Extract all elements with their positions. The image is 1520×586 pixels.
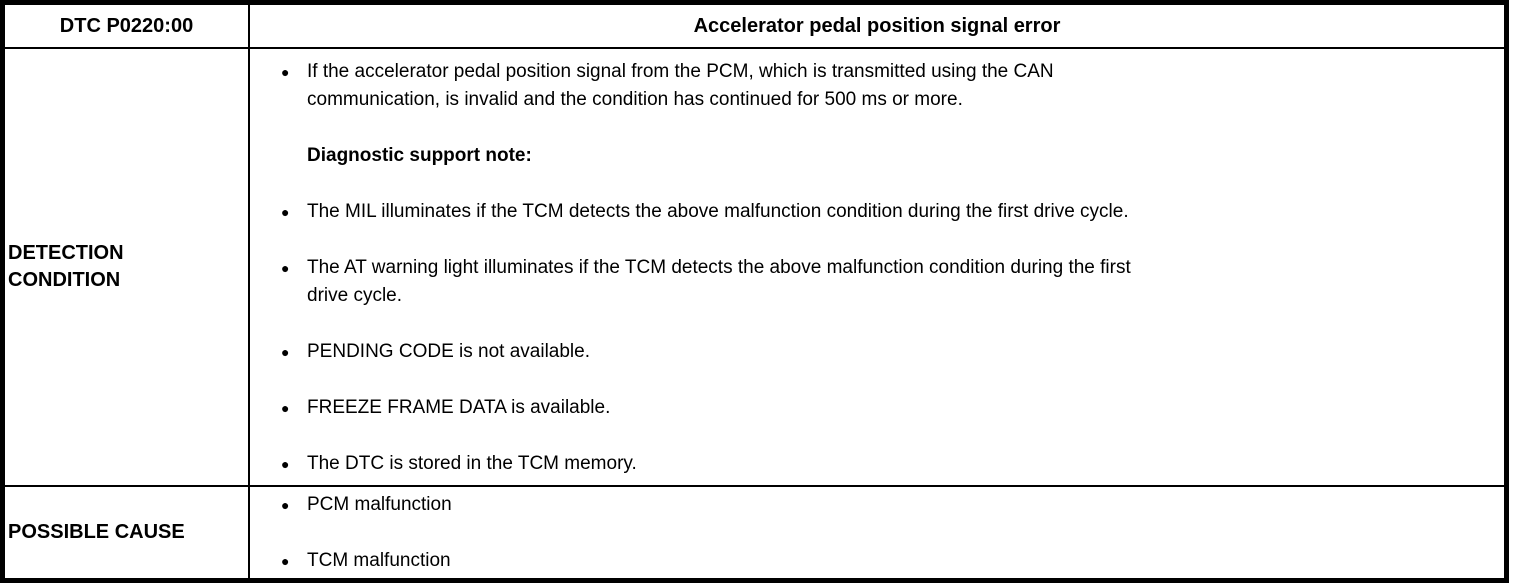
bullet-icon: ●: [281, 456, 290, 472]
item-text: The AT warning light illuminates if the …: [307, 257, 1131, 306]
item-text: If the accelerator pedal position signal…: [307, 61, 1054, 110]
detection-condition-row: DETECTION CONDITION ● If the accelerator …: [5, 47, 1504, 485]
bullet-icon: ●: [281, 400, 290, 416]
bullet-item: ● PCM malfunction: [250, 491, 1496, 519]
bullet-item: ● If the accelerator pedal position signa…: [250, 58, 1496, 114]
item-text: PCM malfunction: [307, 494, 452, 515]
item-text: TCM malfunction: [307, 550, 451, 571]
bullet-icon: ●: [281, 344, 290, 360]
detection-items-list: ● If the accelerator pedal position signa…: [250, 49, 1504, 478]
bullet-item: ● The DTC is stored in the TCM memory.: [250, 450, 1496, 478]
item-text: FREEZE FRAME DATA is available.: [307, 397, 611, 418]
detection-condition-content: ● If the accelerator pedal position signa…: [250, 49, 1504, 485]
item-text: PENDING CODE is not available.: [307, 341, 590, 362]
bullet-icon: ●: [281, 497, 290, 513]
bullet-icon: ●: [281, 204, 290, 220]
dtc-code-cell: DTC P0220:00: [5, 5, 250, 47]
possible-cause-items-list: ● PCM malfunction ● TCM malfunction: [250, 487, 1504, 575]
bullet-item: ● PENDING CODE is not available.: [250, 338, 1496, 366]
item-text: Diagnostic support note:: [307, 145, 532, 166]
bullet-item: ● The AT warning light illuminates if the…: [250, 254, 1496, 310]
detection-condition-label: DETECTION CONDITION: [5, 49, 250, 485]
possible-cause-content: ● PCM malfunction ● TCM malfunction: [250, 487, 1504, 578]
bullet-item: ● The MIL illuminates if the TCM detects …: [250, 198, 1496, 226]
bullet-icon: ●: [281, 64, 290, 80]
item-text: The MIL illuminates if the TCM detects t…: [307, 201, 1129, 222]
possible-cause-row: POSSIBLE CAUSE ● PCM malfunction ● TCM malf…: [5, 485, 1504, 578]
bullet-icon: ●: [281, 553, 290, 569]
bullet-icon: ●: [281, 260, 290, 276]
bullet-item: ● TCM malfunction: [250, 547, 1496, 575]
item-text: The DTC is stored in the TCM memory.: [307, 453, 637, 474]
table-header-row: DTC P0220:00 Accelerator pedal position …: [5, 5, 1504, 47]
bullet-item: ● FREEZE FRAME DATA is available.: [250, 394, 1496, 422]
dtc-title-cell: Accelerator pedal position signal error: [693, 14, 1061, 37]
possible-cause-label: POSSIBLE CAUSE: [5, 487, 250, 578]
note-heading: Diagnostic support note:: [307, 142, 1496, 170]
